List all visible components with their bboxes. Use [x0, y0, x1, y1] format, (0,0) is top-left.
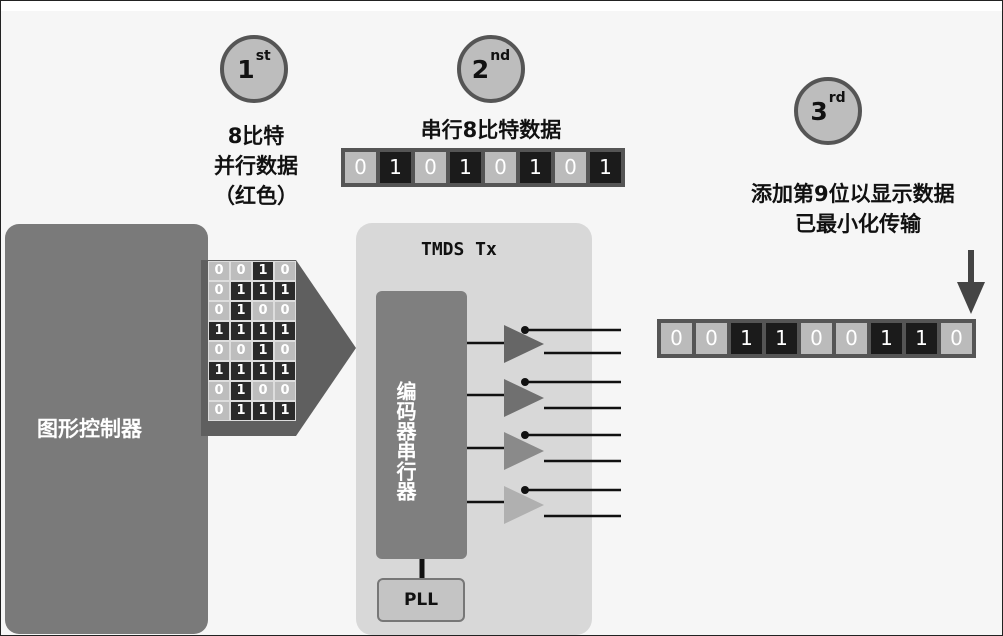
parallel-bit-cell: 0 [209, 342, 229, 360]
serial-data-caption: 串行8比特数据 [420, 118, 562, 142]
parallel-bit-cell: 1 [275, 402, 295, 420]
driver-3-icon [504, 432, 544, 470]
graphics-controller-label: 图形控制器 [37, 417, 142, 441]
driver-1-icon [504, 325, 544, 363]
graphics-controller-block [5, 224, 208, 634]
parallel-bit-cell: 1 [209, 322, 229, 340]
parallel-bit-cell: 1 [253, 362, 273, 380]
parallel-bit-cell: 1 [231, 322, 251, 340]
bit-cell: 1 [766, 323, 797, 354]
bit-cell: 1 [450, 152, 481, 183]
parallel-bit-cell: 1 [231, 282, 251, 300]
parallel-bit-cell: 0 [275, 262, 295, 280]
parallel-bit-cell: 1 [231, 302, 251, 320]
driver-clock-icon [504, 486, 544, 524]
bit-cell: 1 [906, 323, 937, 354]
bit-cell: 1 [590, 152, 621, 183]
step-1-badge: 1st [220, 35, 288, 103]
parallel-bit-cell: 0 [275, 382, 295, 400]
ninth-caption-line1: 添加第9位以显示数据 [751, 182, 955, 206]
parallel-bit-cell: 0 [209, 402, 229, 420]
parallel-caption-line2: 并行数据 [214, 154, 298, 178]
parallel-caption-line1: 8比特 [227, 124, 285, 148]
parallel-bit-cell: 1 [253, 342, 273, 360]
serializer-label: 串行器 [393, 441, 417, 501]
parallel-bit-cell: 1 [253, 262, 273, 280]
parallel-bit-cell: 1 [253, 322, 273, 340]
ninth-caption-line2: 已最小化传输 [795, 212, 921, 236]
step-3-suffix: rd [828, 90, 846, 106]
bit-cell: 1 [731, 323, 762, 354]
step-2-badge: 2nd [457, 35, 525, 103]
parallel-bit-cell: 0 [231, 262, 251, 280]
bit-cell: 0 [555, 152, 586, 183]
bit-cell: 1 [871, 323, 902, 354]
parallel-caption-line3: （红色） [214, 184, 298, 208]
step-2-suffix: nd [490, 48, 511, 64]
bit-cell: 0 [415, 152, 446, 183]
parallel-bit-cell: 0 [209, 302, 229, 320]
parallel-bit-cell: 0 [209, 382, 229, 400]
ninth-bit-caption: 添加第9位以显示数据 已最小化传输 [751, 179, 1001, 239]
parallel-bit-cell: 1 [253, 402, 273, 420]
bit-cell: 0 [941, 323, 972, 354]
bit-cell: 0 [696, 323, 727, 354]
parallel-bit-cell: 0 [275, 342, 295, 360]
step-3-number: 3 [810, 97, 828, 126]
parallel-bit-cell: 1 [209, 362, 229, 380]
bit-cell: 0 [801, 323, 832, 354]
step-1-number: 1 [237, 55, 255, 84]
parallel-bit-cell: 0 [209, 262, 229, 280]
driver-2-icon [504, 379, 544, 417]
down-arrow-icon [957, 250, 985, 314]
encoder-serializer-label: 编码器串行器 [391, 381, 419, 501]
step-2-number: 2 [471, 55, 490, 84]
parallel-bit-cell: 1 [231, 362, 251, 380]
bit-cell: 0 [345, 152, 376, 183]
parallel-bit-cell: 0 [231, 342, 251, 360]
step-1-suffix: st [255, 48, 271, 64]
bit-cell: 1 [520, 152, 551, 183]
parallel-bit-cell: 0 [253, 302, 273, 320]
parallel-bit-cell: 0 [209, 282, 229, 300]
bit-cell: 1 [380, 152, 411, 183]
parallel-bit-cell: 1 [253, 282, 273, 300]
bit-cell: 0 [836, 323, 867, 354]
parallel-bit-cell: 1 [231, 382, 251, 400]
top-band [1, 1, 1002, 11]
parallel-bit-cell: 0 [275, 302, 295, 320]
parallel-bit-cell: 1 [275, 322, 295, 340]
bit-cell: 0 [661, 323, 692, 354]
parallel-bit-cell: 1 [231, 402, 251, 420]
step-3-badge: 3rd [794, 77, 862, 145]
parallel-bit-cell: 0 [253, 382, 273, 400]
parallel-bit-cell: 1 [275, 362, 295, 380]
encoder-serializer-block [376, 291, 467, 559]
bit-cell: 0 [485, 152, 516, 183]
pll-block: PLL [377, 578, 465, 622]
encoder-label: 编码器 [393, 381, 417, 441]
tmds-tx-title: TMDS Tx [421, 239, 497, 260]
parallel-data-caption: 8比特 并行数据 （红色） [201, 121, 311, 211]
parallel-bit-cell: 1 [275, 282, 295, 300]
